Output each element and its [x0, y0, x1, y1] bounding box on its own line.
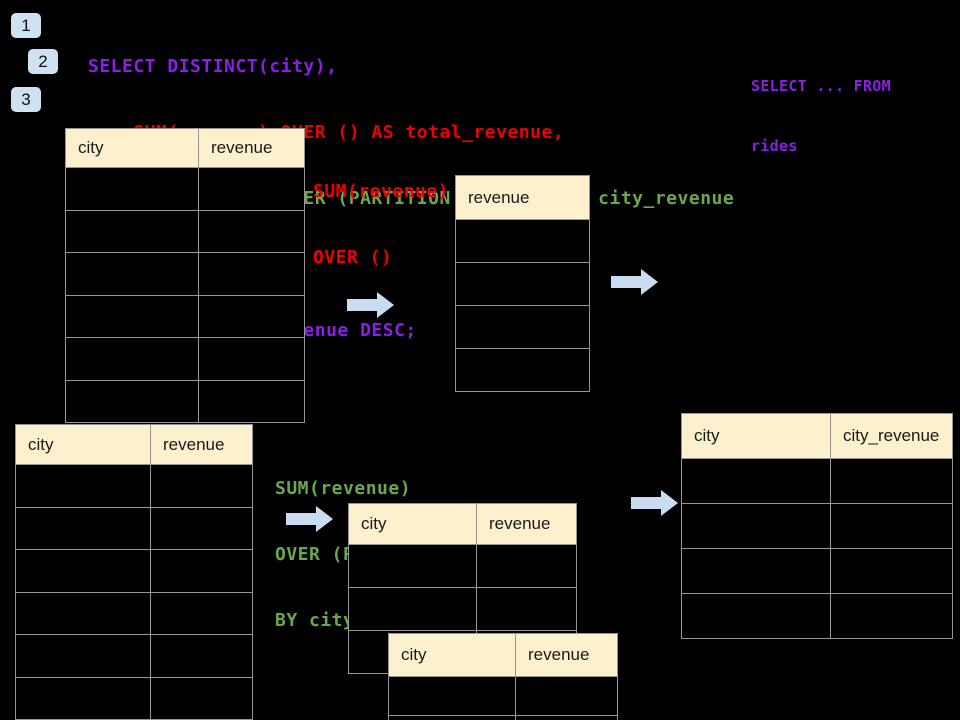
- table-row: [15, 676, 253, 720]
- step-badge-label: 2: [38, 51, 48, 71]
- table-row: [15, 591, 253, 635]
- table-total-revenue: revenue: [455, 175, 590, 392]
- column-header-revenue: revenue: [515, 633, 618, 677]
- table-row: [681, 458, 953, 504]
- table-row: [65, 167, 305, 211]
- side-note-line: rides: [751, 137, 798, 155]
- annotation-line: SUM(revenue): [313, 181, 450, 202]
- table-row: [348, 544, 577, 588]
- table-row: [15, 549, 253, 593]
- sql-line-select: SELECT DISTINCT(city),: [88, 56, 338, 77]
- table-row: [65, 209, 305, 253]
- column-header-revenue: revenue: [150, 424, 253, 465]
- column-header-city: city: [65, 128, 199, 168]
- select-from-rides-note: SELECT ... FROM rides: [751, 36, 891, 196]
- right-arrow-icon: [611, 269, 658, 295]
- right-arrow-icon: [286, 506, 333, 532]
- step-badge-2: 2: [28, 49, 58, 74]
- column-header-city-revenue: city_revenue: [830, 413, 953, 459]
- table-row: [681, 503, 953, 549]
- table-row: [455, 348, 590, 392]
- table-row: [65, 337, 305, 381]
- table-row: [681, 548, 953, 594]
- table-row: [455, 305, 590, 349]
- table-row: [65, 252, 305, 296]
- annotation-line: SUM(revenue): [275, 478, 412, 499]
- column-header-city: city: [681, 413, 831, 459]
- column-header-city: city: [348, 503, 477, 545]
- table-result-city-revenue: city city_revenue: [681, 413, 953, 639]
- table-row: [681, 593, 953, 639]
- table-partition-b: city revenue: [388, 633, 618, 720]
- step-badge-label: 3: [21, 89, 31, 109]
- column-header-revenue: revenue: [476, 503, 577, 545]
- column-header-revenue: revenue: [198, 128, 305, 168]
- table-rides-source-bottom: city revenue: [15, 424, 253, 720]
- table-row: [455, 219, 590, 263]
- column-header-revenue: revenue: [455, 175, 590, 220]
- column-header-city: city: [388, 633, 516, 677]
- table-row: [15, 506, 253, 550]
- annotation-sum-over-total: SUM(revenue) OVER (): [313, 137, 449, 313]
- table-row: [15, 464, 253, 508]
- table-row: [65, 379, 305, 423]
- right-arrow-icon: [631, 490, 678, 516]
- table-row: [388, 715, 618, 720]
- table-row: [388, 676, 618, 716]
- table-row: [455, 262, 590, 306]
- step-badge-1: 1: [11, 13, 41, 38]
- table-rides-source-top: city revenue: [65, 128, 305, 423]
- table-row: [15, 634, 253, 678]
- annotation-line: OVER (): [313, 247, 393, 268]
- step-badge-3: 3: [11, 87, 41, 112]
- table-row: [65, 294, 305, 338]
- table-row: [348, 587, 577, 631]
- step-badge-label: 1: [21, 15, 31, 35]
- column-header-city: city: [15, 424, 151, 465]
- side-note-line: SELECT ... FROM: [751, 77, 891, 95]
- right-arrow-icon: [347, 292, 394, 318]
